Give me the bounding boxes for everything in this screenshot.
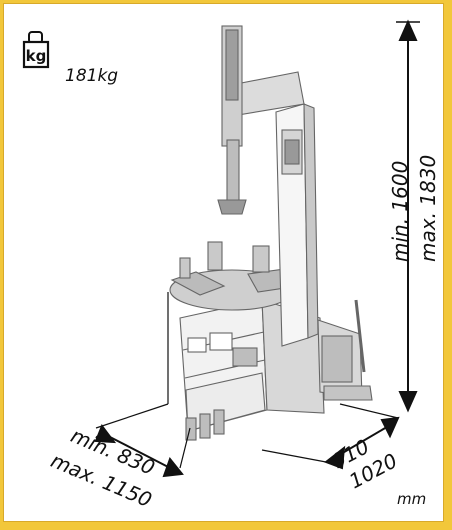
height-min-label: min. 1600	[388, 160, 412, 262]
height-dimension-line	[396, 19, 420, 413]
tyre-changer-machine	[169, 25, 373, 441]
kg-icon-label: kg	[26, 47, 47, 65]
height-max-label: max. 1830	[416, 154, 440, 262]
unit-label: mm	[397, 490, 427, 508]
width-dimension-line	[94, 292, 191, 478]
kg-weight-icon: kg	[22, 31, 50, 69]
depth-dimension-line	[261, 403, 400, 470]
weight-value: 181kg	[65, 66, 119, 86]
